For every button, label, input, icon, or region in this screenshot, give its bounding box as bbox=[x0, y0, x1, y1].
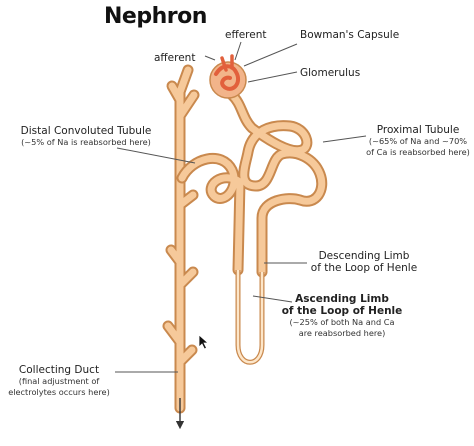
label-descending-limb: Descending Limb of the Loop of Henle bbox=[305, 250, 423, 274]
desc-line-2: of the Loop of Henle bbox=[310, 262, 418, 274]
glomerulus-shape bbox=[209, 54, 247, 99]
pt-name: Proximal Tubule bbox=[376, 124, 460, 136]
asc-note-1: (~25% of both Na and Ca bbox=[289, 317, 395, 327]
label-collecting-duct: Collecting Duct (final adjustment of ele… bbox=[4, 364, 114, 397]
leader-lines bbox=[115, 41, 367, 373]
label-bowmans-capsule: Bowman's Capsule bbox=[300, 29, 400, 41]
diagram-title: Nephron bbox=[104, 4, 207, 29]
dct-name: Distal Convoluted Tubule bbox=[20, 125, 152, 137]
label-efferent: efferent bbox=[225, 29, 267, 41]
pt-note-2: of Ca is reabsorbed here) bbox=[366, 146, 470, 157]
label-distal-convoluted-tubule: Distal Convoluted Tubule (~5% of Na is r… bbox=[12, 125, 160, 148]
label-glomerulus: Glomerulus bbox=[300, 67, 361, 79]
label-proximal-tubule: Proximal Tubule (~65% of Na and ~70% of … bbox=[362, 124, 474, 157]
label-ascending-limb: Ascending Limb of the Loop of Henle (~25… bbox=[278, 293, 406, 338]
asc-line-2: of the Loop of Henle bbox=[281, 305, 403, 317]
desc-line-1: Descending Limb bbox=[318, 250, 410, 262]
dct-note: (~5% of Na is reabsorbed here) bbox=[21, 137, 151, 147]
asc-note-2: are reabsorbed here) bbox=[298, 327, 386, 338]
mouse-cursor-icon bbox=[198, 334, 210, 350]
label-afferent: afferent bbox=[154, 52, 196, 64]
cd-name: Collecting Duct bbox=[18, 364, 100, 376]
asc-line-1: Ascending Limb bbox=[295, 293, 389, 305]
nephron-tubule-shape bbox=[176, 89, 328, 365]
cd-note-2: electrolytes occurs here) bbox=[8, 386, 110, 397]
collecting-duct-shape bbox=[162, 64, 200, 430]
pt-note-1: (~65% of Na and ~70% bbox=[368, 136, 468, 146]
cd-note-1: (final adjustment of bbox=[18, 376, 100, 386]
